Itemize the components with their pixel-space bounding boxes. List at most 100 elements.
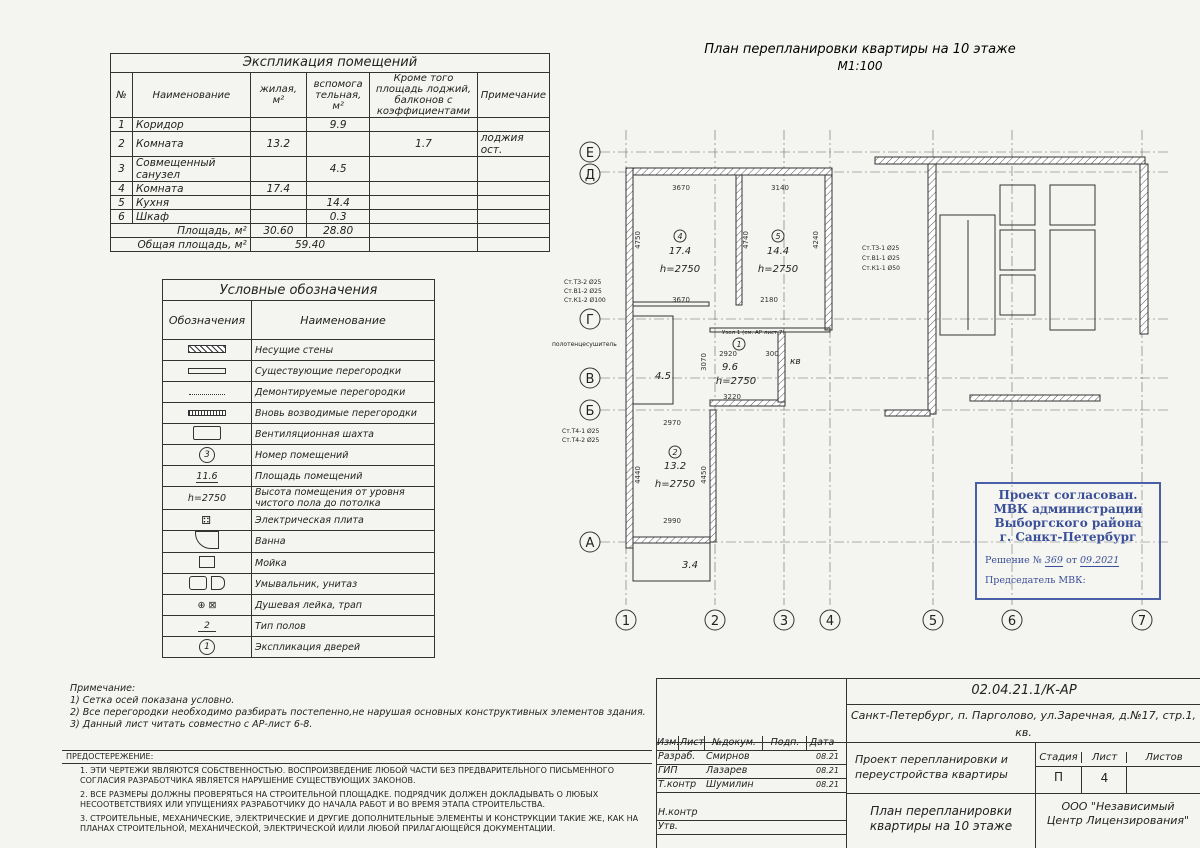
axis-A: А [579,531,601,553]
explication-cell: Комната [131,131,251,157]
svg-text:Г: Г [586,313,594,328]
stove-icon: ⚃ [162,509,252,531]
explication-title: Экспликация помещений [110,53,550,73]
col-loggia: Кроме того площадь лоджий, балконов с ко… [369,72,478,118]
dim-3670-top: 3670 [672,184,690,192]
door-explication-icon: 1 [162,636,252,658]
room-5: 5 14.4 h=2750 [758,229,798,275]
svg-text:5: 5 [775,232,780,241]
explication-cell [369,181,478,196]
plan-title: План перепланировки квартиры на 10 этаже [704,42,1016,57]
explication-cell [305,131,371,157]
legend-col-symbol: Обозначения [162,300,252,340]
legend-row: Вновь возводимые перегородки [162,402,435,424]
dim-4440: 4440 [634,466,642,484]
legend-label: Существующие перегородки [251,360,435,382]
sheets-value [1126,767,1200,794]
stamp-line-3: Выборгского района [994,516,1142,530]
notes: Примечание: 1) Сетка осей показана услов… [70,683,650,731]
svg-text:7: 7 [1138,614,1146,629]
legend-col-name: Наименование [251,300,435,340]
explication-cell: Коридор [131,117,251,132]
svg-text:1: 1 [622,614,630,629]
legend-row: Демонтируемые перегородки [162,381,435,403]
demolished-partition-symbol [162,381,252,403]
svg-text:6: 6 [1008,614,1016,629]
legend-label: Умывальник, унитаз [251,573,435,595]
dim-4450: 4450 [700,466,708,484]
room-4: 4 17.4 h=2750 [660,229,700,275]
room-height-symbol: h=2750 [162,486,252,510]
stamp-decision: Решение № 369 от 09.2021 [985,555,1120,567]
tb-person-row: Н.контр [656,806,846,821]
dim-3140: 3140 [771,184,789,192]
explication-cell [249,209,307,224]
legend-label: Мойка [251,552,435,574]
warning-1: 1. ЭТИ ЧЕРТЕЖИ ЯВЛЯЮТСЯ СОБСТВЕННОСТЬЮ. … [80,766,614,785]
legend-label: Несущие стены [251,339,435,361]
warning-2: 2. ВСЕ РАЗМЕРЫ ДОЛЖНЫ ПРОВЕРЯТЬСЯ НА СТР… [80,790,599,809]
new-partition-symbol [162,402,252,424]
explication-cell: 4 [110,181,133,196]
svg-text:В: В [586,372,595,387]
plan-scale: М1:100 [838,59,883,73]
legend-row: Существующие перегородки [162,360,435,382]
organization: ООО "Независимый Центр Лицензирования" [1046,800,1190,827]
svg-text:h=2750: h=2750 [758,264,798,275]
legend-table: Условные обозначения Обозначения Наимено… [162,279,435,658]
tb-col-header: №докум. [704,736,763,751]
svg-text:13.2: 13.2 [664,461,686,472]
explication-cell [476,195,551,210]
svg-text:2: 2 [672,448,677,457]
explication-cell [476,156,551,182]
explication-cell [249,195,307,210]
explication-cell [249,117,307,132]
stage-value: П [1053,770,1064,784]
explication-cell [476,209,551,224]
washbasin-toilet-icon [162,573,252,595]
explication-cell: 4.5 [305,156,371,182]
legend-row: Мойка [162,552,435,574]
svg-text:3: 3 [780,614,788,629]
room-area-symbol: 11.6 [162,465,252,487]
explication-cell: 2 [110,131,133,157]
tb-col-header: Дата [806,736,837,751]
axis-3: 3 [773,609,795,631]
explication-cell [369,156,478,182]
stamp-line-2: МВК администрации [993,502,1143,516]
col-living: жилая, м² [249,72,307,118]
legend-label: Душевая лейка, трап [251,594,435,616]
col-note: Примечание [476,72,551,118]
dim-2920: 2920 [719,350,737,358]
explication-cell: Шкаф [131,209,251,224]
room-3: 4.5 [655,371,671,382]
apartment-walls [625,167,833,582]
floor-type-icon: 2 [162,615,252,637]
legend-row: Ванна [162,530,435,553]
legend-row: Вентиляционная шахта [162,423,435,445]
explication-cell [305,181,371,196]
tb-col-header: Изм. [656,736,679,751]
legend-label: Электрическая плита [251,509,435,531]
svg-text:h=2750: h=2750 [660,264,700,275]
area-label: Площадь, м² [110,223,251,238]
explication-table: Экспликация помещений № Наименование жил… [110,53,551,252]
riser-v1-2: Ст.В1-2 Ø25 [564,288,602,295]
explication-cell: 5 [110,195,133,210]
svg-text:2: 2 [711,614,719,629]
explication-cell [249,156,307,182]
project-name: Проект перепланировки и переустройства к… [846,742,1036,794]
svg-text:4: 4 [826,614,834,629]
svg-text:Б: Б [586,404,595,419]
legend-label: Экспликация дверей [251,636,435,658]
svg-text:9.6: 9.6 [722,362,738,373]
svg-text:Е: Е [586,146,594,161]
